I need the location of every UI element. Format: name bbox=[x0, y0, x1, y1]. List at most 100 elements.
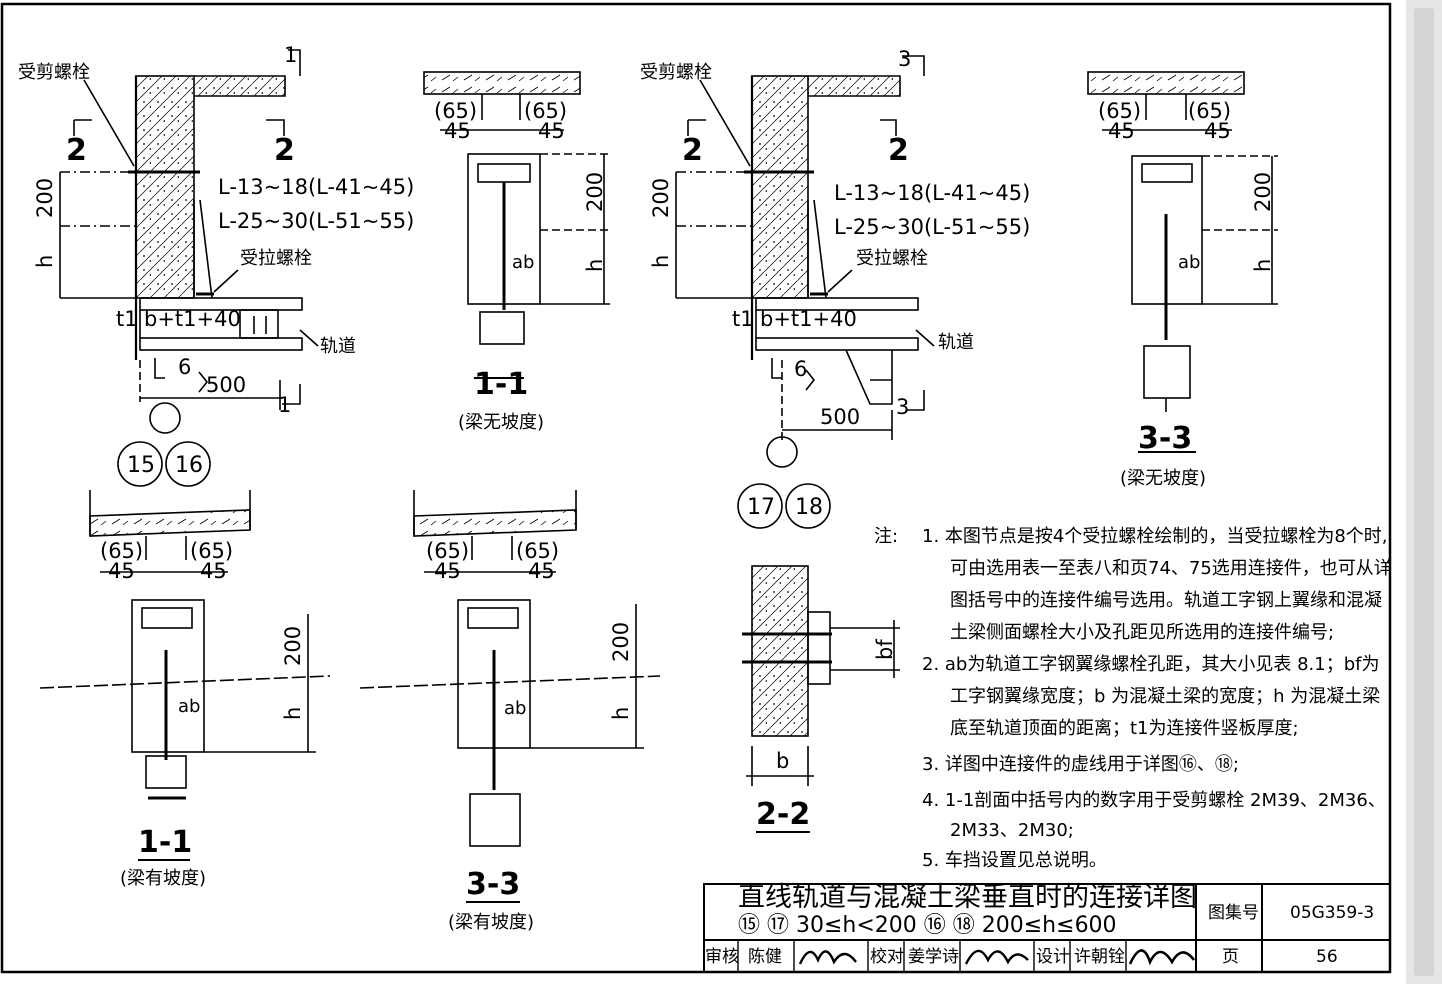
title-block bbox=[703, 883, 1391, 973]
signature-check bbox=[964, 949, 1029, 965]
sheet-frame bbox=[0, 2, 1392, 974]
sheet-title-line-1: 直线轨道与混凝土梁垂直时的连接详图 bbox=[738, 882, 1197, 913]
dim-65-r-1: (65) bbox=[524, 99, 567, 123]
section-mark-2-right: 2 bbox=[274, 133, 295, 168]
check-name: 姜学诗 bbox=[908, 947, 959, 967]
note-1-line-4: 土梁侧面螺栓大小及孔距见所选用的连接件编号; bbox=[950, 622, 1334, 643]
note-2-line-2: 工字钢翼缘宽度；b 为混凝土梁的宽度；h 为混凝土梁 bbox=[950, 686, 1380, 707]
dim-6-1: 6 bbox=[178, 355, 191, 379]
vertical-scrollbar[interactable] bbox=[1406, 0, 1442, 984]
dim-200-3: 200 bbox=[649, 178, 673, 218]
notes-block: 注: 1. 本图节点是按4个受拉螺栓绘制的，当受拉螺栓为8个时, 可由选用表一至… bbox=[874, 526, 1392, 871]
section-title-2-2: 2-2 bbox=[756, 797, 810, 832]
label-tension-bolt-1: 受拉螺栓 bbox=[240, 248, 312, 269]
dim-45-l-3: 45 bbox=[108, 559, 135, 583]
detail-17-18-elevation bbox=[675, 55, 935, 529]
section-mark-2b-right: 2 bbox=[888, 133, 909, 168]
sheet-title-line-2: ⑮ ⑰ 30≤h<200 ⑯ ⑱ 200≤h≤600 bbox=[738, 913, 1117, 938]
dim-ab-1: ab bbox=[512, 252, 534, 273]
detail-num-15: 15 bbox=[127, 453, 155, 478]
dim-65-l-1: (65) bbox=[434, 99, 477, 123]
signature-review bbox=[798, 950, 857, 965]
caption-beam-flat-2: (梁无坡度) bbox=[1120, 468, 1206, 489]
note-4-line-1: 4. 1-1剖面中括号内的数字用于受剪螺栓 2M39、2M36、 bbox=[922, 790, 1386, 811]
dim-500-2: 500 bbox=[820, 405, 860, 429]
label-shear-bolt-2: 受剪螺栓 bbox=[640, 62, 712, 83]
notes-head: 注: bbox=[874, 526, 898, 547]
dim-ab-2: ab bbox=[1178, 252, 1200, 273]
dim-t1-2: t1 bbox=[732, 307, 754, 331]
section-mark-1-bottom: 1 bbox=[278, 393, 291, 417]
section-title-1-1-slope: 1-1 bbox=[138, 825, 192, 860]
dim-45-l-2: 45 bbox=[1108, 119, 1135, 143]
detail-num-16: 16 bbox=[175, 453, 203, 478]
scrollbar-track[interactable] bbox=[1414, 8, 1434, 976]
check-label: 校对 bbox=[870, 947, 904, 967]
dim-h-5: h bbox=[281, 707, 305, 720]
label-rail-2: 轨道 bbox=[938, 332, 974, 353]
detail-num-18: 18 bbox=[795, 495, 823, 520]
dim-bf: bf bbox=[873, 639, 897, 660]
dim-45-r-4: 45 bbox=[528, 559, 555, 583]
section-title-1-1-flat: 1-1 bbox=[474, 367, 528, 402]
dim-b-t1-40-1: b+t1+40 bbox=[144, 307, 241, 331]
dim-65-r-4: (65) bbox=[516, 539, 559, 563]
section-mark-3-bottom: 3 bbox=[896, 395, 909, 419]
label-shear-bolt-1: 受剪螺栓 bbox=[18, 62, 90, 83]
dim-t1-1: t1 bbox=[116, 307, 138, 331]
dim-h-2: h bbox=[583, 259, 607, 272]
dim-200-6: 200 bbox=[609, 622, 633, 662]
caption-beam-flat-1: (梁无坡度) bbox=[458, 412, 544, 433]
label-tension-bolt-2: 受拉螺栓 bbox=[856, 248, 928, 269]
section-3-3-slope bbox=[359, 490, 661, 903]
dim-65-l-3: (65) bbox=[100, 539, 143, 563]
section-mark-1-top: 1 bbox=[284, 43, 297, 67]
section-title-3-3-slope: 3-3 bbox=[466, 867, 520, 902]
design-label: 设计 bbox=[1036, 947, 1070, 967]
signature-design bbox=[1128, 949, 1196, 966]
note-2-line-3: 底至轨道顶面的距离；t1为连接件竖板厚度; bbox=[950, 718, 1299, 739]
section-1-1-flat bbox=[423, 71, 610, 379]
section-title-3-3-flat: 3-3 bbox=[1138, 421, 1192, 456]
dim-65-r-3: (65) bbox=[190, 539, 233, 563]
dim-65-l-4: (65) bbox=[426, 539, 469, 563]
section-mark-2-left: 2 bbox=[66, 133, 87, 168]
dim-45-r-2: 45 bbox=[1204, 119, 1231, 143]
dim-h-6: h bbox=[609, 707, 633, 720]
atlas-label: 图集号 bbox=[1208, 903, 1259, 923]
section-mark-3-top: 3 bbox=[898, 47, 911, 71]
dim-h-3: h bbox=[649, 255, 673, 268]
note-5: 5. 车挡设置见总说明。 bbox=[922, 850, 1107, 871]
dim-200-2: 200 bbox=[583, 172, 607, 212]
dim-45-r-3: 45 bbox=[200, 559, 227, 583]
conn-label-a-2: L-13~18(L-41~45) bbox=[834, 181, 1030, 205]
dim-b: b bbox=[776, 749, 789, 773]
section-1-1-slope bbox=[39, 490, 331, 861]
note-3: 3. 详图中连接件的虚线用于详图⑯、⑱; bbox=[922, 754, 1239, 775]
conn-label-b-1: L-25~30(L-51~55) bbox=[218, 209, 414, 233]
review-name: 陈健 bbox=[748, 947, 782, 967]
note-1-line-1: 1. 本图节点是按4个受拉螺栓绘制的，当受拉螺栓为8个时, bbox=[922, 526, 1388, 547]
design-name: 许朝铨 bbox=[1074, 947, 1125, 967]
dim-45-l-1: 45 bbox=[444, 119, 471, 143]
note-1-line-3: 图括号中的连接件编号选用。轨道工字钢上翼缘和混凝 bbox=[950, 590, 1382, 611]
page-number: 56 bbox=[1316, 947, 1338, 967]
dim-45-r-1: 45 bbox=[538, 119, 565, 143]
detail-num-17: 17 bbox=[747, 495, 775, 520]
note-4-line-2: 2M33、2M30; bbox=[950, 820, 1074, 841]
note-1-line-2: 可由选用表一至表八和页74、75选用连接件，也可从详 bbox=[950, 558, 1392, 579]
dim-500-1: 500 bbox=[206, 373, 246, 397]
dim-h-4: h bbox=[1251, 259, 1275, 272]
section-2-2 bbox=[742, 565, 900, 833]
caption-beam-slope-1: (梁有坡度) bbox=[120, 868, 206, 889]
dim-6-2: 6 bbox=[794, 357, 807, 381]
dim-200-5: 200 bbox=[281, 626, 305, 666]
conn-label-a-1: L-13~18(L-41~45) bbox=[218, 175, 414, 199]
dim-b-t1-40-2: b+t1+40 bbox=[760, 307, 857, 331]
dim-200-4: 200 bbox=[1251, 172, 1275, 212]
dim-h-1: h bbox=[33, 255, 57, 268]
section-3-3-flat bbox=[1087, 71, 1278, 453]
page-label: 页 bbox=[1222, 947, 1239, 967]
detail-15-16-elevation bbox=[59, 49, 319, 487]
